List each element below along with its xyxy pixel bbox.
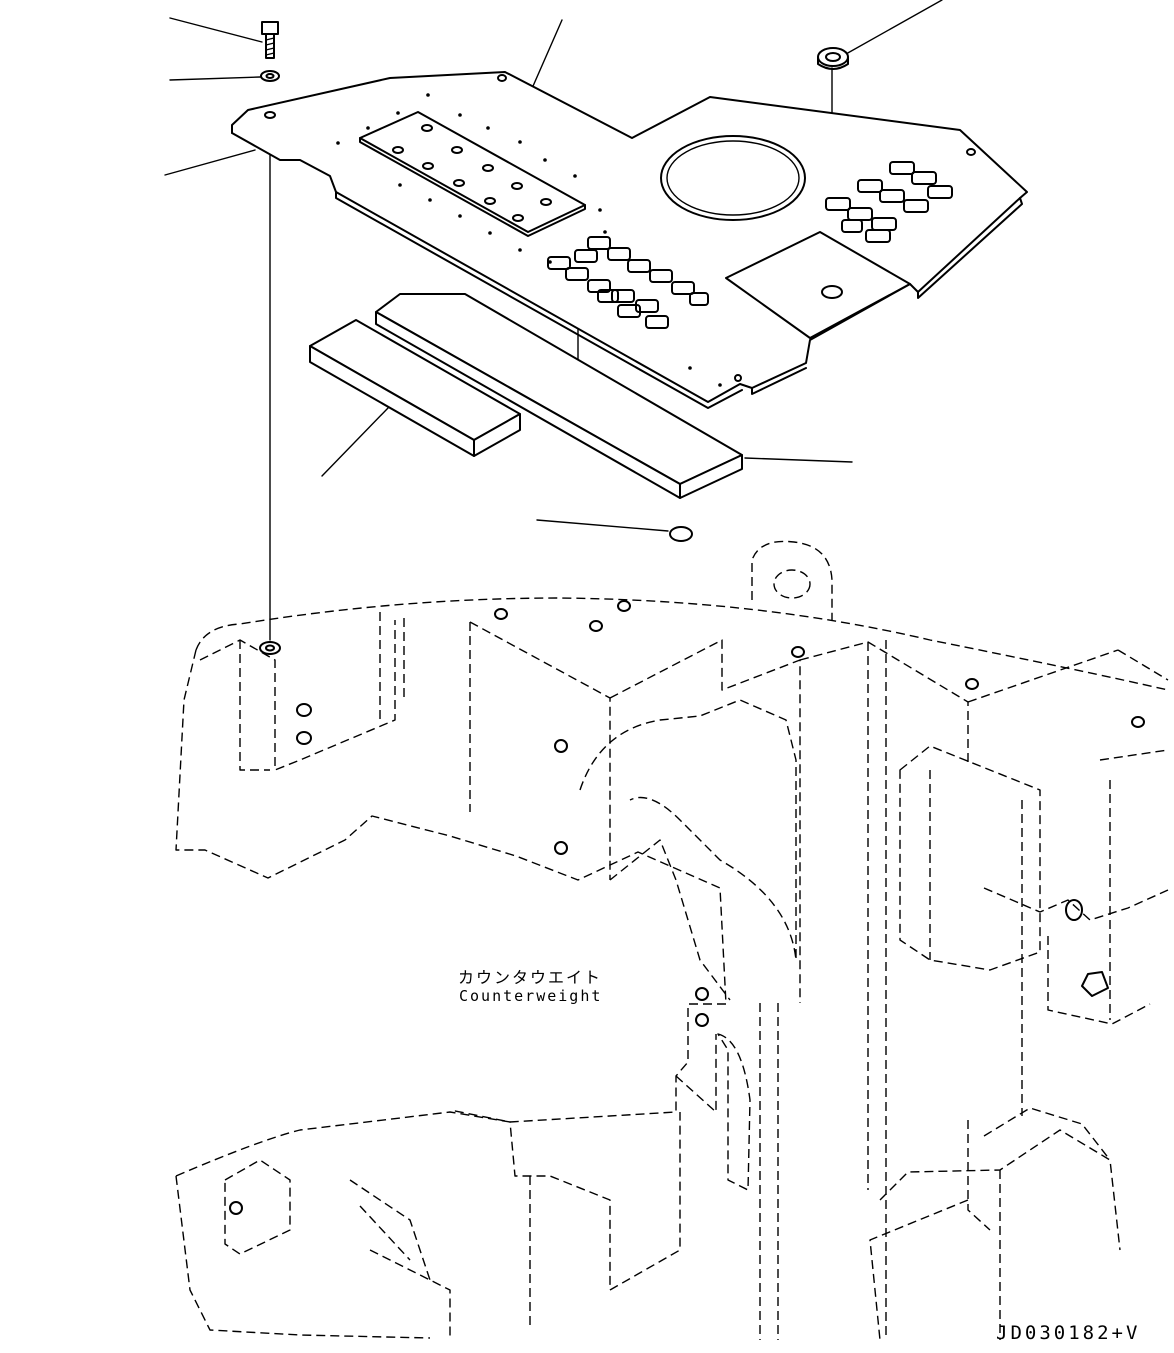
short-block bbox=[309, 319, 521, 457]
plate-recess bbox=[725, 231, 911, 339]
bolt-and-washer bbox=[260, 21, 280, 82]
drawing-code: JD030182+V bbox=[996, 1322, 1141, 1344]
plate-marks bbox=[336, 93, 722, 387]
lifting-eye bbox=[751, 540, 833, 620]
leader-washer bbox=[169, 76, 261, 81]
long-block bbox=[375, 293, 743, 499]
leader-plate-edge bbox=[164, 149, 256, 176]
leader-grommet bbox=[845, 0, 943, 55]
leader-long-block bbox=[744, 457, 853, 463]
plate-slots-right bbox=[825, 161, 953, 243]
counterweight-label-jp: カウンタウエイト bbox=[458, 968, 603, 987]
grommet bbox=[817, 47, 849, 70]
plate-front-edge bbox=[335, 191, 743, 409]
pad-holes bbox=[392, 124, 552, 222]
counterweight-holes bbox=[229, 600, 1145, 1215]
bolt-thread bbox=[265, 37, 275, 56]
counterweight-label-en: Counterweight bbox=[459, 987, 603, 1005]
plate-corner-holes bbox=[264, 74, 976, 382]
leader-short-block bbox=[321, 407, 389, 477]
washer bbox=[260, 70, 280, 82]
bolt-head bbox=[261, 21, 279, 35]
leader-small-disc bbox=[536, 519, 669, 532]
plate-slots-left bbox=[547, 236, 709, 329]
top-cover-plate bbox=[231, 71, 1028, 409]
plate-large-hole bbox=[660, 135, 806, 221]
counterweight-body bbox=[175, 540, 1169, 1341]
small-disc bbox=[669, 526, 693, 542]
plate-grommet-hole bbox=[821, 285, 843, 299]
leader-bolt bbox=[169, 17, 263, 43]
